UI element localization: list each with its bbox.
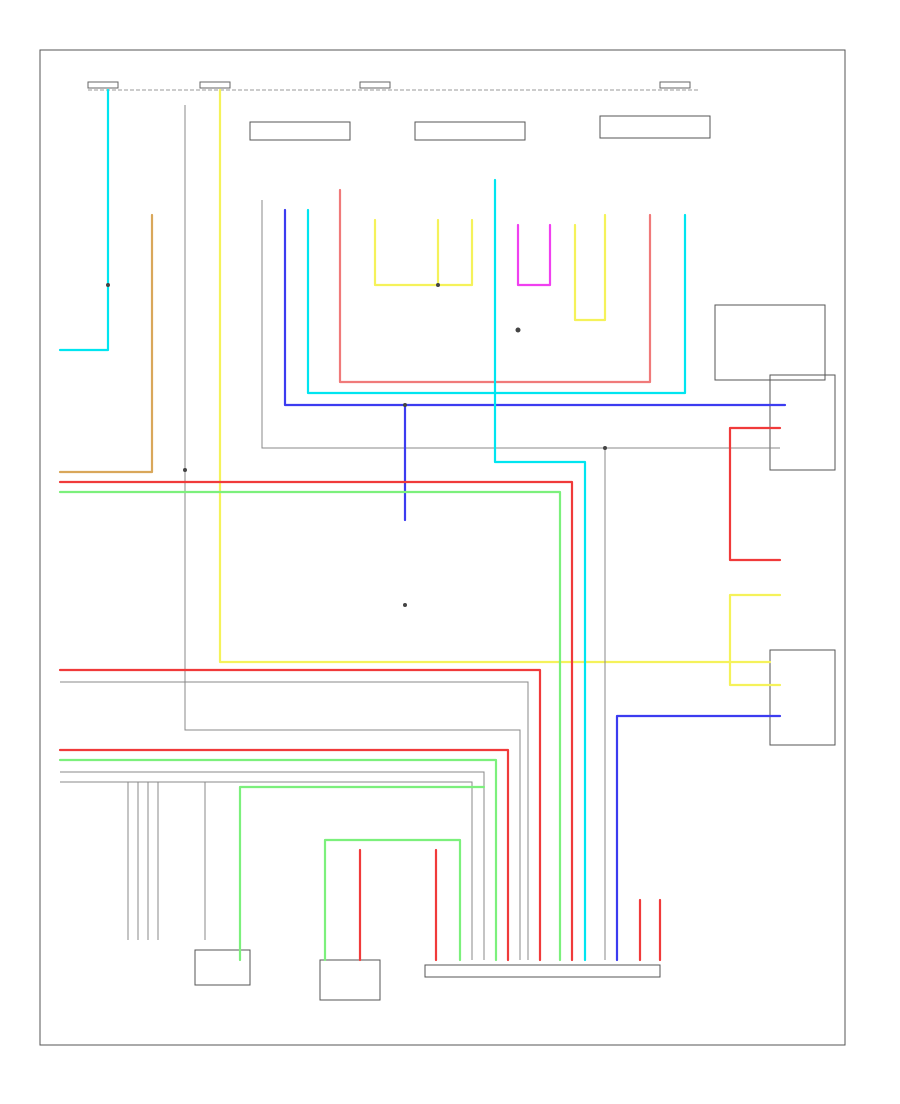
fuse-block-3 — [359, 81, 391, 89]
wire-yellow-right-u — [573, 213, 607, 322]
fuse-block-4 — [659, 81, 691, 89]
wire-gray-relay — [261, 200, 780, 449]
wire-magenta — [516, 223, 552, 287]
wire-cyan-mid — [306, 208, 687, 395]
relay-right-box-1 — [714, 304, 826, 381]
fuse-block-2 — [199, 81, 231, 89]
recirc-motor-box — [194, 949, 251, 986]
wire-green-3 — [238, 785, 486, 962]
wire-tan-left — [58, 213, 154, 474]
wire-green-1 — [58, 490, 562, 962]
fuse-block-1 — [87, 81, 119, 89]
junction-dot — [603, 446, 607, 450]
wire-green-2 — [58, 758, 498, 962]
junction-dot — [515, 327, 521, 333]
blower-relay-box — [249, 121, 351, 141]
wire-blue-main — [283, 208, 787, 407]
junction-dot — [403, 403, 407, 407]
pcm-relay-box — [414, 121, 526, 141]
wire-gray-3 — [60, 771, 485, 960]
wire-bundle-5 — [168, 781, 206, 940]
wire-red-3 — [58, 748, 510, 962]
junction-dot — [436, 283, 440, 287]
wire-red-box — [728, 426, 782, 562]
diagram-frame — [39, 49, 846, 1046]
right-top-box — [599, 115, 711, 139]
component-boxes — [194, 115, 836, 1001]
wire-gray-2 — [60, 681, 529, 960]
wire-red-2 — [58, 668, 542, 962]
wire-red-1 — [58, 480, 574, 962]
junction-dot — [183, 468, 187, 472]
wire-green-4 — [323, 838, 462, 962]
wire-blue-right — [615, 714, 782, 962]
wire-cyan-left — [58, 88, 110, 352]
junction-dot — [403, 603, 407, 607]
relay-right-box-2 — [769, 374, 836, 471]
junction-dot — [106, 283, 110, 287]
relay-right-box-3 — [769, 649, 836, 746]
connector-dots — [106, 283, 607, 607]
mode-motor-box — [319, 959, 381, 1001]
wire-cyan-long — [493, 178, 587, 962]
wire-gray-left — [184, 105, 521, 960]
wire-gray-4 — [60, 781, 473, 960]
fuse-blocks — [87, 81, 691, 89]
wire-yellow-long — [218, 88, 772, 664]
ecm-connector-box — [424, 964, 661, 978]
wire-yellow-box — [728, 593, 782, 687]
wire-yellow-u — [373, 218, 474, 287]
